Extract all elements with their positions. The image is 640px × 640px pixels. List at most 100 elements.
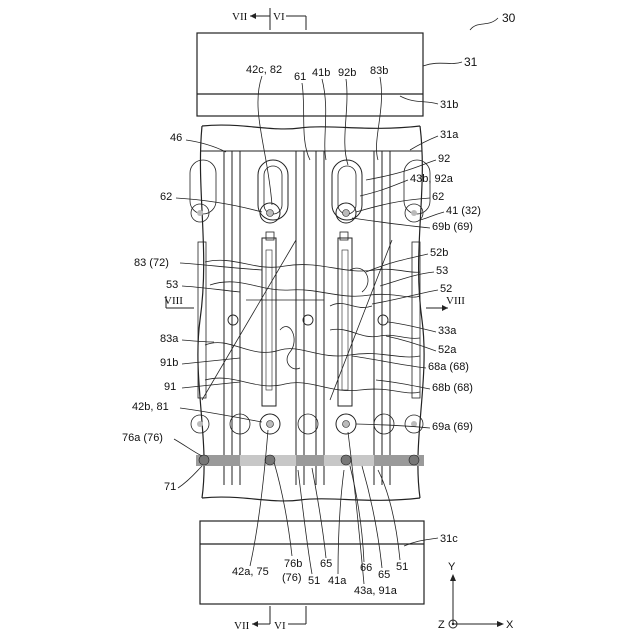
label-68b-68: 68b (68) — [432, 382, 473, 394]
section-bottom-right-label: VI — [274, 620, 286, 632]
z-axis-label: Z — [438, 619, 445, 631]
leader-31c — [404, 538, 438, 546]
slot-left-inner — [264, 166, 282, 214]
label-42c-82: 42c, 82 — [246, 64, 282, 76]
label-52b: 52b — [430, 247, 448, 259]
pin-62-left-center — [267, 210, 274, 217]
label-43a-91a: 43a, 91a — [354, 585, 398, 597]
wire-52a — [330, 329, 420, 338]
figure-number-leader — [470, 18, 498, 30]
pin-lower-right-center — [343, 421, 350, 428]
diag-left — [202, 240, 296, 400]
label-91: 91 — [164, 381, 176, 393]
leader-46 — [186, 140, 226, 152]
label-62-left: 62 — [160, 191, 172, 203]
label-42b-81: 42b, 81 — [132, 401, 169, 413]
label-76a-76: 76a (76) — [122, 432, 163, 444]
section-top-left-label: VII — [232, 11, 248, 23]
top-slots — [190, 160, 430, 220]
wire-91 — [205, 378, 420, 393]
label-33a: 33a — [438, 325, 457, 337]
dot-76a-3 — [341, 455, 351, 465]
top-plate-outline — [197, 33, 423, 116]
leader-43a-91a — [348, 432, 364, 584]
arm-right — [338, 238, 352, 406]
leader-41a — [338, 470, 344, 574]
pin-62-right-center — [343, 210, 350, 217]
leader-68a-68 — [352, 356, 426, 368]
pin-far-right-top-center — [411, 210, 417, 216]
arm-right-inner — [342, 250, 348, 390]
leader-83-72 — [180, 263, 262, 270]
wire-loop-mid — [280, 327, 300, 369]
label-42a-75: 42a, 75 — [232, 566, 269, 578]
leader-51-right — [378, 470, 400, 560]
label-69b-69: 69b (69) — [432, 221, 473, 233]
wire-83 — [205, 260, 420, 272]
section-viii-left-label: VIII — [164, 295, 183, 307]
dot-76a-4 — [409, 455, 419, 465]
leader-69b-69 — [352, 218, 430, 228]
wire-52b — [350, 268, 368, 292]
ring-lower-2 — [298, 414, 318, 434]
pin-lower-left-center — [267, 421, 274, 428]
leader-42c-82 — [258, 76, 272, 205]
label-83b: 83b — [370, 65, 388, 77]
label-91b: 91b — [160, 357, 178, 369]
diagonal-lines — [202, 240, 392, 400]
leader-41b — [322, 79, 326, 160]
mid-circle-left — [228, 315, 238, 325]
label-52: 52 — [440, 283, 452, 295]
leader-91b — [182, 358, 240, 364]
ring-lower-3 — [374, 414, 394, 434]
leader-53-left — [182, 286, 240, 292]
label-43b-92a: 43b, 92a — [410, 173, 454, 185]
label-51-right: 51 — [396, 561, 408, 573]
leader-42a-75 — [250, 430, 268, 566]
label-65-b: 65 — [378, 569, 390, 581]
main-body-top-edge — [202, 125, 420, 129]
y-axis-label: Y — [448, 561, 456, 573]
lower-pins — [191, 414, 423, 434]
section-bottom-arrowhead — [252, 621, 258, 627]
label-62-right: 62 — [432, 191, 444, 203]
section-bottom-left-label: VII — [234, 620, 250, 632]
section-viii-right-label: VIII — [446, 295, 465, 307]
gray-band-71 — [196, 455, 424, 466]
diag-right — [330, 240, 392, 400]
label-76-paren: (76) — [282, 572, 302, 584]
leader-62-left — [176, 198, 262, 212]
dot-76a-2 — [265, 455, 275, 465]
pins-62 — [191, 203, 423, 223]
x-axis-label: X — [506, 619, 514, 631]
leader-31 — [423, 62, 462, 66]
arm-right-cap — [340, 232, 348, 240]
main-body-left-wavy — [198, 126, 204, 498]
label-83a: 83a — [160, 333, 179, 345]
vertical-rails — [224, 151, 390, 485]
label-41-32: 41 (32) — [446, 205, 481, 217]
leader-65-b — [362, 466, 382, 568]
leader-31b — [400, 96, 438, 104]
vertical-arms — [198, 232, 420, 406]
label-31b: 31b — [440, 99, 458, 111]
label-31: 31 — [464, 55, 478, 69]
label-92b: 92b — [338, 67, 356, 79]
pin-far-left-low-center — [197, 421, 203, 427]
label-41b: 41b — [312, 67, 330, 79]
arm-left — [262, 238, 276, 406]
label-31c: 31c — [440, 533, 458, 545]
label-41a: 41a — [328, 575, 347, 587]
leader-71 — [178, 466, 202, 488]
label-69a-69: 69a (69) — [432, 421, 473, 433]
leader-41-32 — [420, 212, 444, 220]
gray-band — [196, 455, 424, 466]
coordinate-axes: Y X Z — [438, 561, 514, 631]
label-53-left: 53 — [166, 279, 178, 291]
label-76b: 76b — [284, 558, 302, 570]
leader-53-right — [380, 272, 434, 286]
section-mark-top: VII VI — [232, 8, 306, 30]
label-46: 46 — [170, 132, 182, 144]
